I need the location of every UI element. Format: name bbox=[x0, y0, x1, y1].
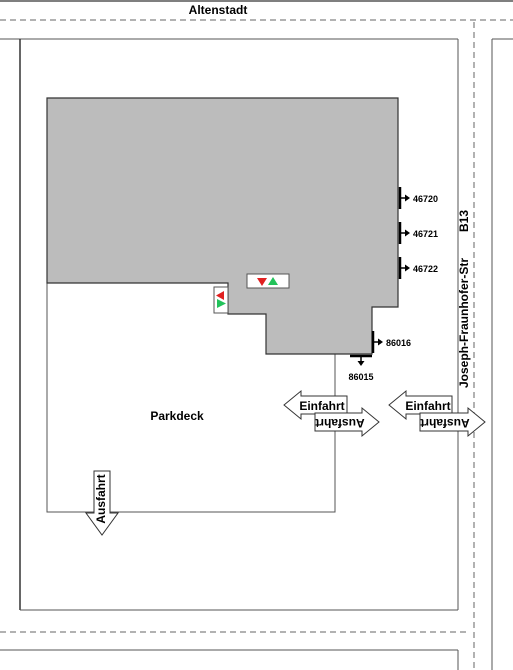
arrow-right-icon bbox=[405, 194, 410, 202]
gate-label-86016: 86016 bbox=[386, 338, 411, 348]
gate-marker-86015[interactable]: 86015 bbox=[348, 354, 374, 382]
route-label-b13: B13 bbox=[457, 210, 471, 232]
gate-marker-46720[interactable]: 46720 bbox=[398, 187, 438, 209]
exit-arrow-label-2: Ausfahrt bbox=[420, 416, 469, 430]
building bbox=[46, 97, 399, 355]
entry-arrow-label-2: Einfahrt bbox=[405, 399, 450, 413]
triangle-down-red-icon bbox=[257, 278, 267, 286]
exit-arrow-label-3: Ausfahrt bbox=[94, 474, 108, 523]
triangle-left-red-icon bbox=[216, 291, 224, 300]
entry-exit-arrows-1: Einfahrt Ausfahrt bbox=[283, 389, 380, 438]
gate-label-46722: 46722 bbox=[413, 264, 438, 274]
gate-marker-46721[interactable]: 46721 bbox=[398, 222, 438, 244]
exit-arrow-down-icon bbox=[85, 470, 119, 536]
parking-deck-outline bbox=[46, 283, 336, 513]
gate-label-46720: 46720 bbox=[413, 194, 438, 204]
gate-label-86015: 86015 bbox=[348, 372, 373, 382]
exit-arrow-vertical: Ausfahrt bbox=[85, 470, 119, 536]
parking-deck-label: Parkdeck bbox=[150, 409, 204, 423]
arrow-right-icon bbox=[378, 338, 383, 346]
arrow-down-icon bbox=[357, 361, 365, 366]
gate-marker-46722[interactable]: 46722 bbox=[398, 257, 438, 279]
street-label-joseph-fraunhofer: Joseph-Fraunhofer-Str bbox=[457, 258, 471, 388]
exit-arrow-right-icon bbox=[314, 406, 380, 438]
exit-arrow-label-1: Ausfahrt bbox=[315, 416, 364, 430]
gate-label-46721: 46721 bbox=[413, 229, 438, 239]
entry-exit-arrows-2: Einfahrt Ausfahrt bbox=[388, 389, 486, 438]
triangle-up-green-icon bbox=[268, 277, 278, 285]
entry-arrow-left-icon bbox=[283, 389, 348, 421]
triangle-right-green-icon bbox=[217, 299, 226, 308]
entry-arrow-label-1: Einfahrt bbox=[299, 399, 344, 413]
barrier-signal-vertical bbox=[213, 286, 229, 314]
arrow-right-icon bbox=[405, 264, 410, 272]
gate-marker-86016[interactable]: 86016 bbox=[371, 331, 411, 353]
arrow-right-icon bbox=[405, 229, 410, 237]
exit-arrow-right-icon bbox=[419, 406, 486, 438]
barrier-signal-horizontal bbox=[246, 273, 290, 289]
street-label-altenstadt: Altenstadt bbox=[189, 3, 248, 17]
entry-arrow-left-icon bbox=[388, 389, 453, 421]
